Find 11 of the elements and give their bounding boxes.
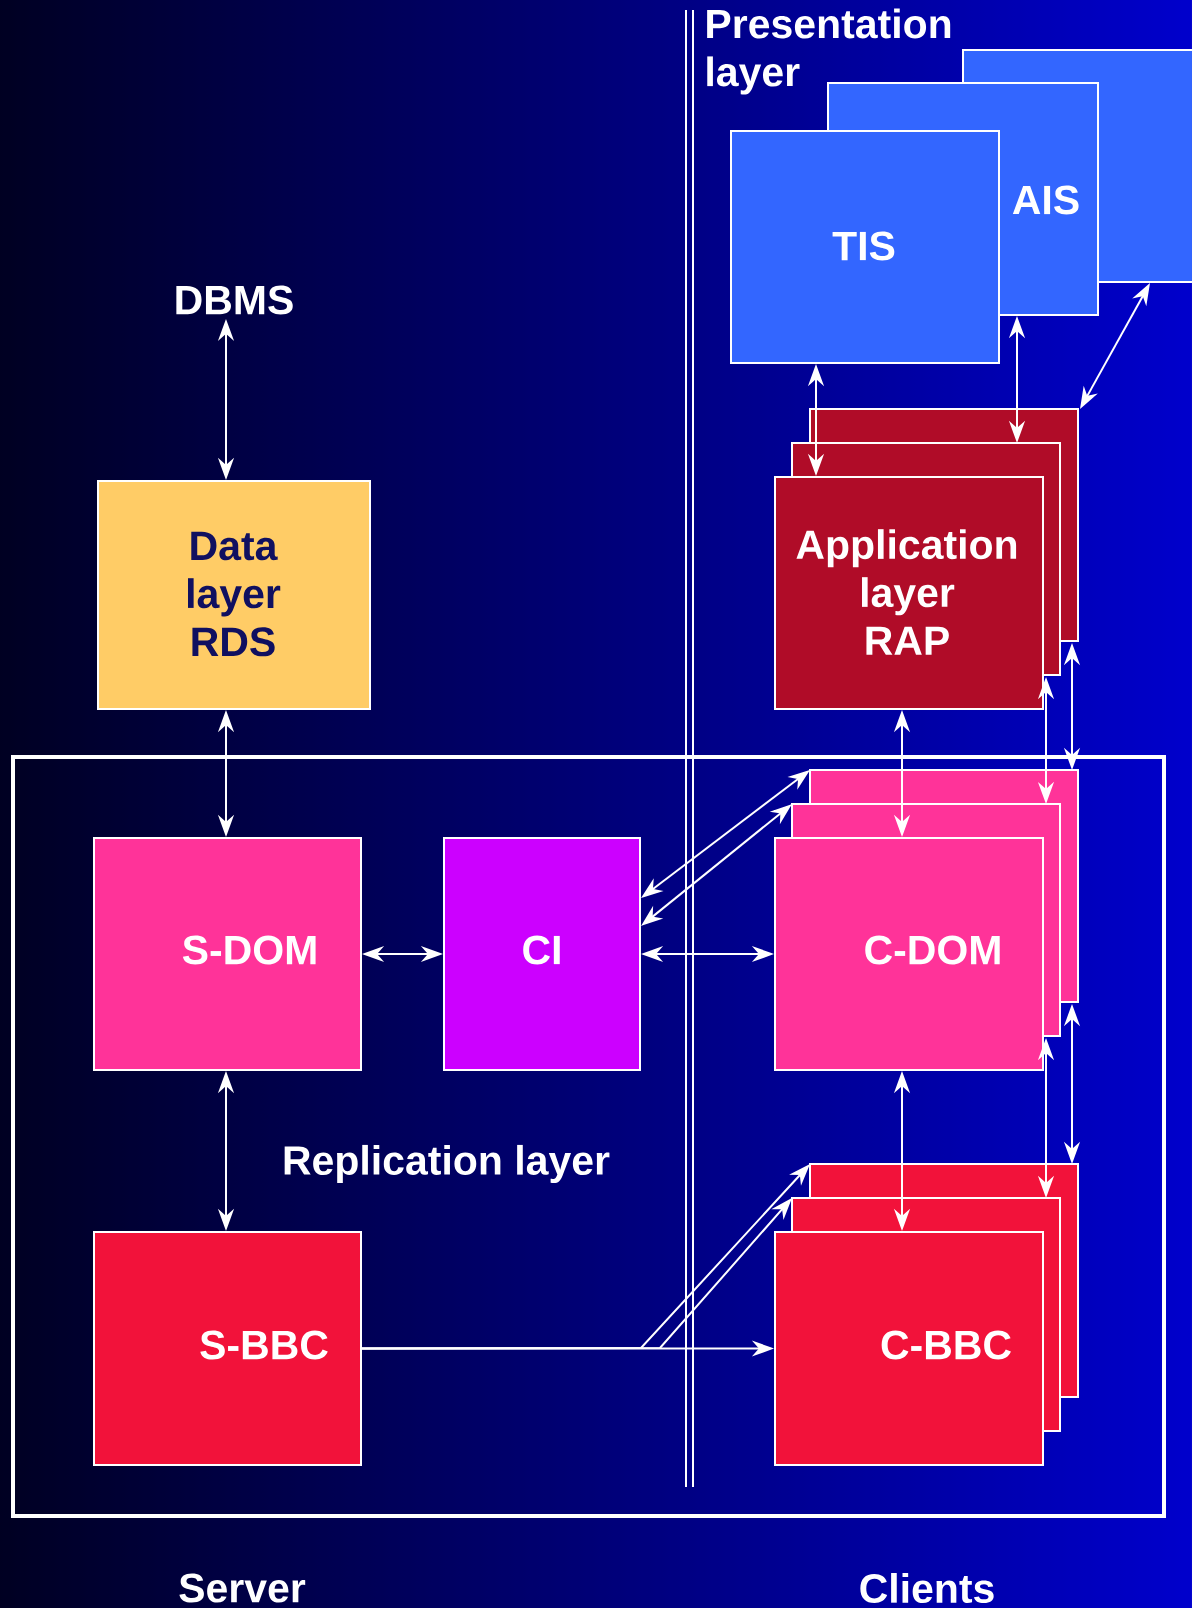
module-box: S-BBC [93, 1231, 362, 1466]
text-label: Server [179, 1573, 306, 1603]
stacked-box: C-DOM [774, 769, 1079, 1071]
layer-box: TIS [730, 130, 1000, 364]
stacked-box: C-BBC [774, 1163, 1079, 1466]
module-box: S-DOM [93, 837, 362, 1071]
module-box: CI [443, 837, 641, 1071]
stacked-box: Application layer RAP [774, 408, 1079, 710]
text-label: Clients [860, 1572, 994, 1604]
node-label: DBMS [176, 285, 293, 315]
layer-box: Data layer RDS [97, 480, 371, 710]
